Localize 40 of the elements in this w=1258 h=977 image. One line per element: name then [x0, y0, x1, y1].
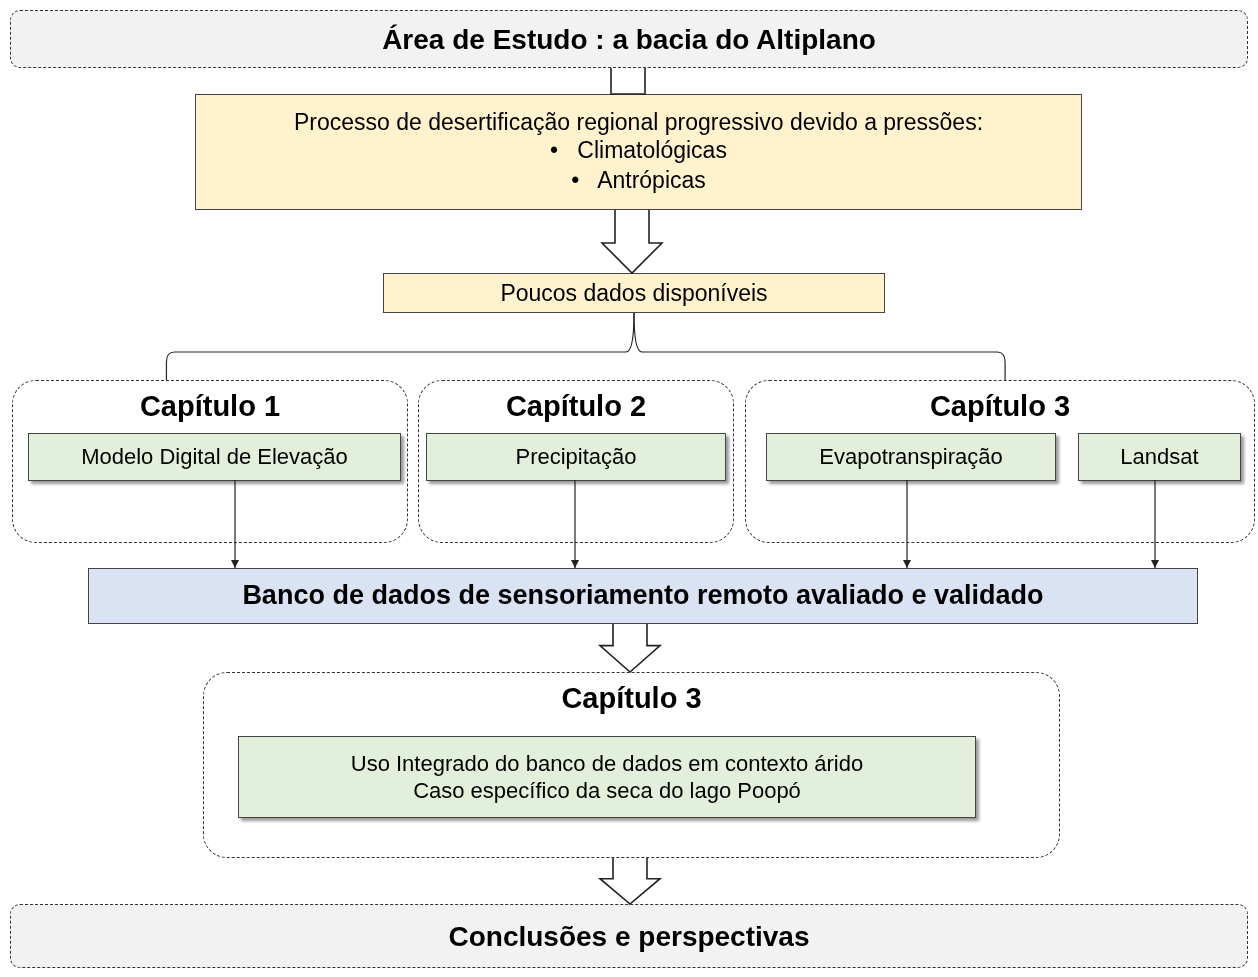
chapter-heading: Capítulo 3 [561, 683, 702, 715]
box-text: Área de Estudo : a bacia do Altiplano [382, 22, 876, 57]
process-box [426, 433, 726, 481]
process-box [238, 736, 976, 818]
dashed-group-box [418, 380, 734, 543]
process-box [766, 433, 1056, 481]
chapter-heading: Capítulo 3 [929, 391, 1071, 423]
box-text: Processo de desertificação regional progressivo devido a pressões: [293, 107, 984, 137]
box-text: Banco de dados de sensoriamento remoto avaliado e validado [242, 579, 1044, 613]
box-text: Poucos dados disponíveis [500, 278, 768, 308]
dashed-group-box [12, 380, 408, 543]
arrow [1150, 479, 1160, 569]
block-arrow [597, 623, 663, 674]
chapter-heading: Capítulo 1 [139, 391, 281, 423]
block-arrow [610, 67, 646, 95]
process-box [195, 94, 1082, 210]
box-text: Landsat [1120, 443, 1199, 471]
block-arrow [600, 209, 664, 275]
block-arrow [597, 857, 663, 906]
dashed-group-box [203, 672, 1060, 858]
arrow [570, 479, 580, 569]
result-box [88, 568, 1198, 624]
process-box [383, 273, 885, 313]
dashed-group-box [745, 380, 1255, 543]
dashed-banner [10, 10, 1248, 68]
bullet-item: • Antrópicas [571, 166, 706, 196]
box-text: Precipitação [515, 443, 637, 471]
box-text: Conclusões e perspectivas [448, 919, 810, 954]
dashed-banner [10, 904, 1248, 968]
arrow [230, 479, 240, 569]
box-text: Caso específico da seca do lago Poopó [413, 777, 801, 805]
brace-line [633, 312, 1006, 381]
arrow [902, 479, 912, 569]
box-text: Modelo Digital de Elevação [81, 443, 348, 471]
process-box [28, 433, 401, 481]
process-box [1078, 433, 1241, 481]
chapter-heading: Capítulo 2 [505, 391, 647, 423]
box-text: Uso Integrado do banco de dados em contexto árido [350, 749, 864, 777]
bullet-item: • Climatológicas [550, 136, 727, 166]
box-text: Evapotranspiração [819, 443, 1003, 471]
